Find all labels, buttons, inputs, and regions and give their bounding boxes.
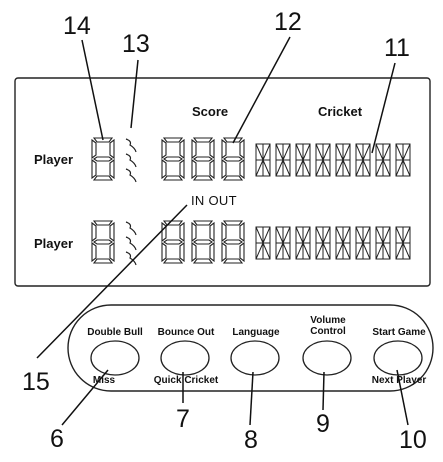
cricket-label: Cricket — [318, 104, 363, 119]
language-button[interactable] — [230, 340, 280, 376]
button-label-double-bull: Double Bull — [87, 327, 143, 338]
player-indicator-digit-top — [91, 137, 115, 181]
button-label-volume-control: Volume Control — [310, 315, 346, 337]
button-label-language: Language — [232, 327, 280, 338]
callout-6: 6 — [50, 425, 64, 453]
button-label-next-player: Next Player — [371, 375, 427, 386]
cricket-marks-top — [255, 143, 411, 177]
player-label-bottom: Player — [34, 236, 74, 251]
start-game-next-player-button[interactable] — [373, 340, 423, 376]
lcd-display-panel — [14, 77, 431, 287]
score-label: Score — [192, 104, 229, 119]
callout-14: 14 — [63, 12, 91, 40]
in-out-indicator: IN OUT — [191, 193, 237, 208]
bounce-out-quick-cricket-button[interactable] — [160, 340, 210, 376]
callout-7: 7 — [176, 405, 190, 433]
callout-12: 12 — [274, 8, 302, 36]
score-digits-bottom — [161, 220, 245, 264]
callout-9: 9 — [316, 410, 330, 438]
callout-8: 8 — [244, 426, 258, 454]
callout-10: 10 — [399, 426, 427, 454]
callout-11: 11 — [384, 34, 410, 62]
button-label-start-game: Start Game — [372, 327, 426, 338]
player-indicator-digit-bottom — [91, 220, 115, 264]
button-panel — [67, 304, 434, 392]
button-label-quick-cricket: Quick Cricket — [153, 375, 219, 386]
callout-lines — [36, 36, 409, 426]
cricket-marks-bottom — [255, 226, 411, 260]
button-label-bounce-out: Bounce Out — [157, 327, 215, 338]
double-bull-miss-button[interactable] — [90, 340, 140, 376]
dart-turn-indicators-top — [125, 138, 137, 183]
player-label-top: Player — [34, 152, 74, 167]
button-label-miss: Miss — [92, 375, 116, 386]
volume-control-button[interactable] — [302, 340, 352, 376]
callout-13: 13 — [122, 30, 150, 58]
score-digits-top — [161, 137, 245, 181]
callout-15: 15 — [22, 368, 50, 396]
